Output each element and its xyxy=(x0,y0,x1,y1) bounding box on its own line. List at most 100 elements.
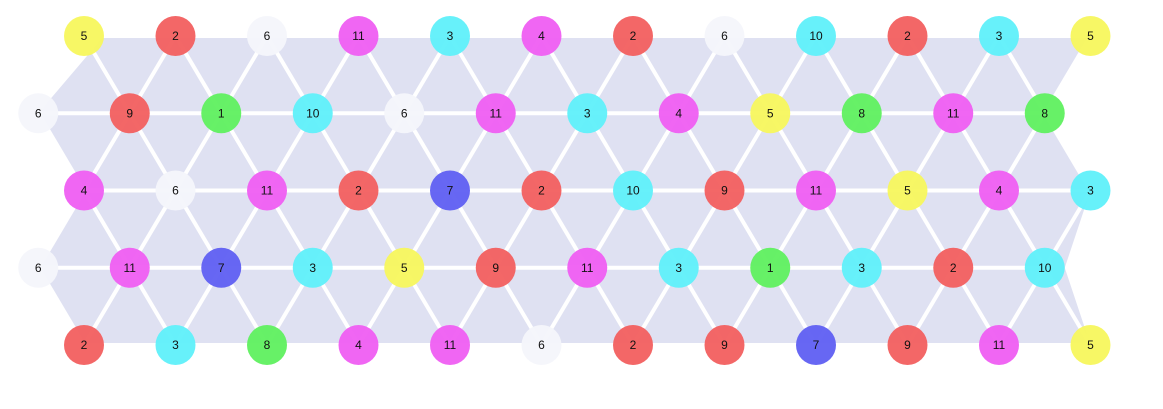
lattice-node: 10 xyxy=(1024,247,1065,288)
lattice-node: 5 xyxy=(1070,16,1111,56)
node-label: 6 xyxy=(35,261,42,275)
lattice-node: 3 xyxy=(155,325,196,365)
node-label: 2 xyxy=(538,184,545,198)
node-label: 1 xyxy=(218,106,225,120)
lattice-node: 3 xyxy=(292,247,333,288)
node-circle xyxy=(521,16,562,56)
node-circle xyxy=(979,325,1019,365)
lattice-node: 3 xyxy=(1070,170,1111,211)
lattice-node: 2 xyxy=(613,16,653,56)
node-label: 8 xyxy=(858,106,865,120)
node-circle xyxy=(613,170,653,211)
node-circle xyxy=(796,16,836,56)
node-circle xyxy=(1070,170,1111,211)
lattice-node: 3 xyxy=(979,16,1019,56)
lattice-node: 8 xyxy=(1024,93,1065,134)
lattice-node: 7 xyxy=(796,325,836,365)
node-label: 2 xyxy=(355,184,362,198)
node-label: 6 xyxy=(538,338,545,352)
node-label: 11 xyxy=(581,261,594,275)
lattice-node: 5 xyxy=(384,247,425,288)
lattice-node: 11 xyxy=(247,170,287,211)
node-label: 4 xyxy=(675,106,682,120)
lattice-node: 7 xyxy=(430,170,470,211)
node-circle xyxy=(796,170,836,211)
node-circle xyxy=(64,16,104,56)
lattice-node: 4 xyxy=(979,170,1019,211)
node-label: 3 xyxy=(1087,184,1094,198)
node-label: 11 xyxy=(261,184,274,198)
node-label: 11 xyxy=(124,261,137,275)
node-circle xyxy=(155,16,196,56)
node-label: 11 xyxy=(444,338,457,352)
lattice-node: 11 xyxy=(430,325,470,365)
node-label: 11 xyxy=(810,184,823,198)
lattice-node: 1 xyxy=(750,247,791,288)
node-label: 11 xyxy=(993,338,1006,352)
node-label: 3 xyxy=(675,261,682,275)
lattice-node: 8 xyxy=(841,93,882,134)
node-circle xyxy=(338,16,379,56)
node-circle xyxy=(292,93,333,134)
lattice-node: 2 xyxy=(887,16,928,56)
lattice-node: 3 xyxy=(430,16,470,56)
node-label: 2 xyxy=(172,29,179,43)
node-label: 6 xyxy=(35,106,42,120)
lattice-node: 2 xyxy=(933,247,974,288)
node-circle xyxy=(338,170,379,211)
node-circle xyxy=(658,93,699,134)
node-circle xyxy=(933,93,974,134)
node-circle xyxy=(1024,93,1065,134)
node-circle xyxy=(247,325,287,365)
lattice-node: 10 xyxy=(796,16,836,56)
node-label: 10 xyxy=(809,29,823,43)
node-circle xyxy=(613,325,653,365)
node-circle xyxy=(750,247,791,288)
node-circle xyxy=(567,93,608,134)
node-label: 11 xyxy=(352,29,365,43)
node-label: 4 xyxy=(538,29,545,43)
lattice-node: 8 xyxy=(247,325,287,365)
lattice-node: 5 xyxy=(750,93,791,134)
lattice-node: 11 xyxy=(338,16,379,56)
lattice-node: 9 xyxy=(887,325,928,365)
node-circle xyxy=(292,247,333,288)
node-label: 4 xyxy=(355,338,362,352)
lattice-node: 2 xyxy=(521,170,562,211)
lattice-node: 9 xyxy=(109,93,150,134)
node-label: 5 xyxy=(401,261,408,275)
node-label: 3 xyxy=(996,29,1003,43)
node-label: 1 xyxy=(767,261,774,275)
node-label: 3 xyxy=(858,261,865,275)
node-circle xyxy=(1070,16,1111,56)
node-circle xyxy=(64,325,104,365)
lattice-node: 11 xyxy=(796,170,836,211)
lattice-node: 6 xyxy=(18,247,59,288)
lattice-node: 11 xyxy=(475,93,516,134)
node-label: 11 xyxy=(490,106,503,120)
node-label: 5 xyxy=(1087,29,1094,43)
node-circle xyxy=(64,170,104,211)
lattice-node: 4 xyxy=(521,16,562,56)
node-circle xyxy=(567,247,608,288)
node-circle xyxy=(521,170,562,211)
node-circle xyxy=(613,16,653,56)
node-label: 3 xyxy=(447,29,454,43)
node-circle xyxy=(750,93,791,134)
node-label: 9 xyxy=(126,106,133,120)
node-circle xyxy=(247,170,287,211)
node-label: 3 xyxy=(584,106,591,120)
node-circle xyxy=(155,170,196,211)
node-label: 6 xyxy=(172,184,179,198)
node-label: 6 xyxy=(401,106,408,120)
lattice-node: 6 xyxy=(155,170,196,211)
lattice-node: 1 xyxy=(201,93,242,134)
node-circle xyxy=(841,247,882,288)
node-label: 5 xyxy=(1087,338,1094,352)
node-circle xyxy=(475,247,516,288)
lattice-node: 4 xyxy=(64,170,104,211)
node-label: 2 xyxy=(904,29,911,43)
node-circle xyxy=(247,16,287,56)
node-label: 4 xyxy=(81,184,88,198)
